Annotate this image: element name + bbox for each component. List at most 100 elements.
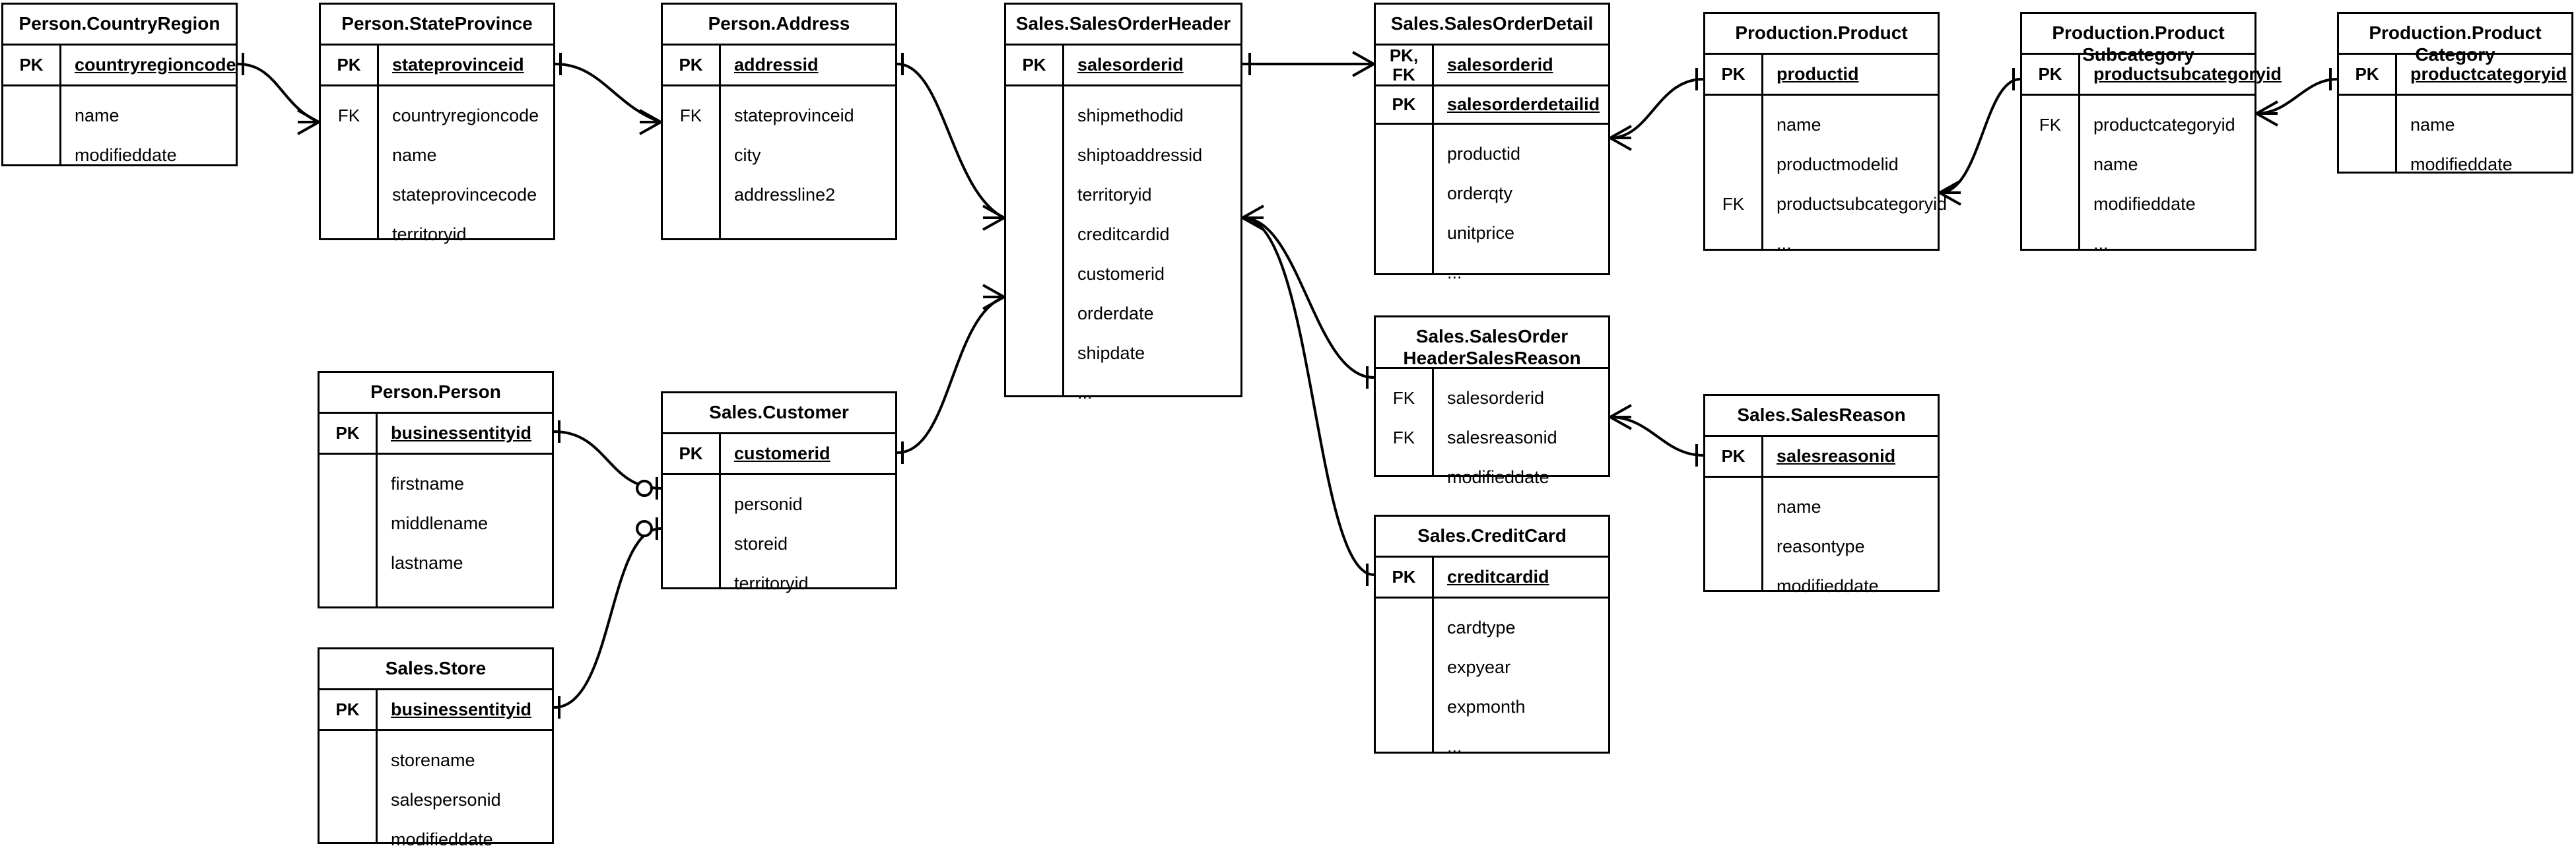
attribute-row[interactable]: name: [392, 145, 437, 165]
attribute-row[interactable]: productcategoryid: [2093, 114, 2235, 135]
attribute-row[interactable]: territoryid: [392, 224, 467, 244]
attribute-key: [1705, 145, 1761, 184]
attribute-row[interactable]: countryregioncode: [392, 105, 539, 125]
attribute-key: FK: [1722, 193, 1745, 214]
attribute-row[interactable]: creditcardid: [1077, 224, 1170, 244]
attribute-row[interactable]: city: [734, 145, 761, 165]
attribute-row[interactable]: name: [1777, 114, 1821, 135]
attribute-key: [663, 214, 719, 254]
attribute-row[interactable]: ...: [1777, 233, 1792, 253]
attribute-row[interactable]: ...: [1077, 382, 1093, 403]
attribute-key: [320, 583, 376, 622]
attribute-row[interactable]: lastname: [391, 552, 463, 573]
attribute-row[interactable]: ...: [1447, 262, 1462, 282]
attribute-row[interactable]: ...: [391, 592, 406, 612]
attribute-row[interactable]: shipdate: [1077, 342, 1145, 363]
attribute-row[interactable]: salespersonid: [391, 789, 501, 810]
attribute-row[interactable]: ...: [2093, 233, 2109, 253]
attribute-key-column: [663, 475, 721, 587]
attribute-row[interactable]: stateprovincecode: [392, 184, 537, 205]
attribute-row[interactable]: stateprovinceid: [734, 105, 854, 125]
attribute-row[interactable]: storeid: [734, 533, 788, 554]
attributes-block: shipmethodid shiptoaddressid territoryid cr…: [1006, 86, 1240, 403]
key-label: PK: [1376, 558, 1434, 597]
attribute-row[interactable]: name: [75, 105, 119, 125]
attribute-row[interactable]: modifieddate: [1777, 575, 1879, 596]
attribute-row[interactable]: productmodelid: [1777, 154, 1899, 174]
attribute-key: [2022, 145, 2078, 184]
attribute-row[interactable]: shiptoaddressid: [1077, 145, 1203, 165]
attribute-key: [2339, 145, 2395, 184]
attribute-row[interactable]: modifieddate: [1447, 467, 1549, 487]
attribute-row[interactable]: expyear: [1447, 657, 1511, 677]
entity-title: Sales.CreditCard: [1376, 517, 1608, 558]
attribute-row[interactable]: name: [2410, 114, 2455, 135]
attribute-row[interactable]: unitprice: [1447, 222, 1515, 243]
attribute-row[interactable]: firstname: [391, 473, 465, 494]
key-label: PK, FK: [1376, 46, 1434, 84]
attributes-block: name modifieddate: [3, 86, 236, 165]
attribute-key: [1376, 213, 1432, 253]
attribute-row[interactable]: productsubcategoryid: [1777, 193, 1948, 214]
attribute-row[interactable]: personid: [734, 494, 803, 514]
attribute-name: productcategoryid: [2410, 64, 2567, 84]
attribute-row[interactable]: reasontype: [1777, 536, 1865, 556]
attribute-row[interactable]: addressline2: [734, 184, 836, 205]
attribute-row[interactable]: orderqty: [1447, 183, 1513, 203]
attribute-row[interactable]: storename: [391, 750, 475, 770]
attribute-row[interactable]: modifieddate: [391, 829, 493, 846]
attribute-row[interactable]: territoryid: [734, 573, 809, 593]
attribute-key-column: FK: [321, 86, 379, 238]
attribute-row[interactable]: cardtype: [1447, 617, 1516, 637]
attribute-row[interactable]: shipmethodid: [1077, 105, 1184, 125]
rel-stateprovince-address: [555, 53, 661, 135]
attribute-row[interactable]: modifieddate: [2410, 154, 2513, 174]
attribute-row[interactable]: modifieddate: [2093, 193, 2196, 214]
attribute-row[interactable]: expmonth: [1447, 696, 1526, 717]
attribute-row[interactable]: middlename: [391, 513, 489, 533]
attribute-row[interactable]: salesreasonid: [1447, 427, 1557, 447]
attribute-key: [1376, 134, 1432, 174]
attribute-row[interactable]: modifieddate: [75, 145, 177, 165]
attribute-row[interactable]: name: [2093, 154, 2138, 174]
attribute-row[interactable]: ...: [734, 224, 749, 244]
attribute-key: [1376, 608, 1432, 647]
attribute-row[interactable]: name: [1777, 496, 1821, 517]
attribute-row[interactable]: orderdate: [1077, 303, 1154, 323]
attribute-row[interactable]: salesorderid: [1447, 387, 1545, 408]
attribute-key: [2022, 224, 2078, 263]
attribute-row[interactable]: territoryid: [1077, 184, 1152, 205]
attribute-row[interactable]: customerid: [1077, 263, 1165, 284]
attribute-name: salesorderdetailid: [1447, 94, 1600, 114]
attribute-row[interactable]: productid: [1447, 143, 1521, 164]
attribute-row[interactable]: ...: [1447, 736, 1462, 756]
